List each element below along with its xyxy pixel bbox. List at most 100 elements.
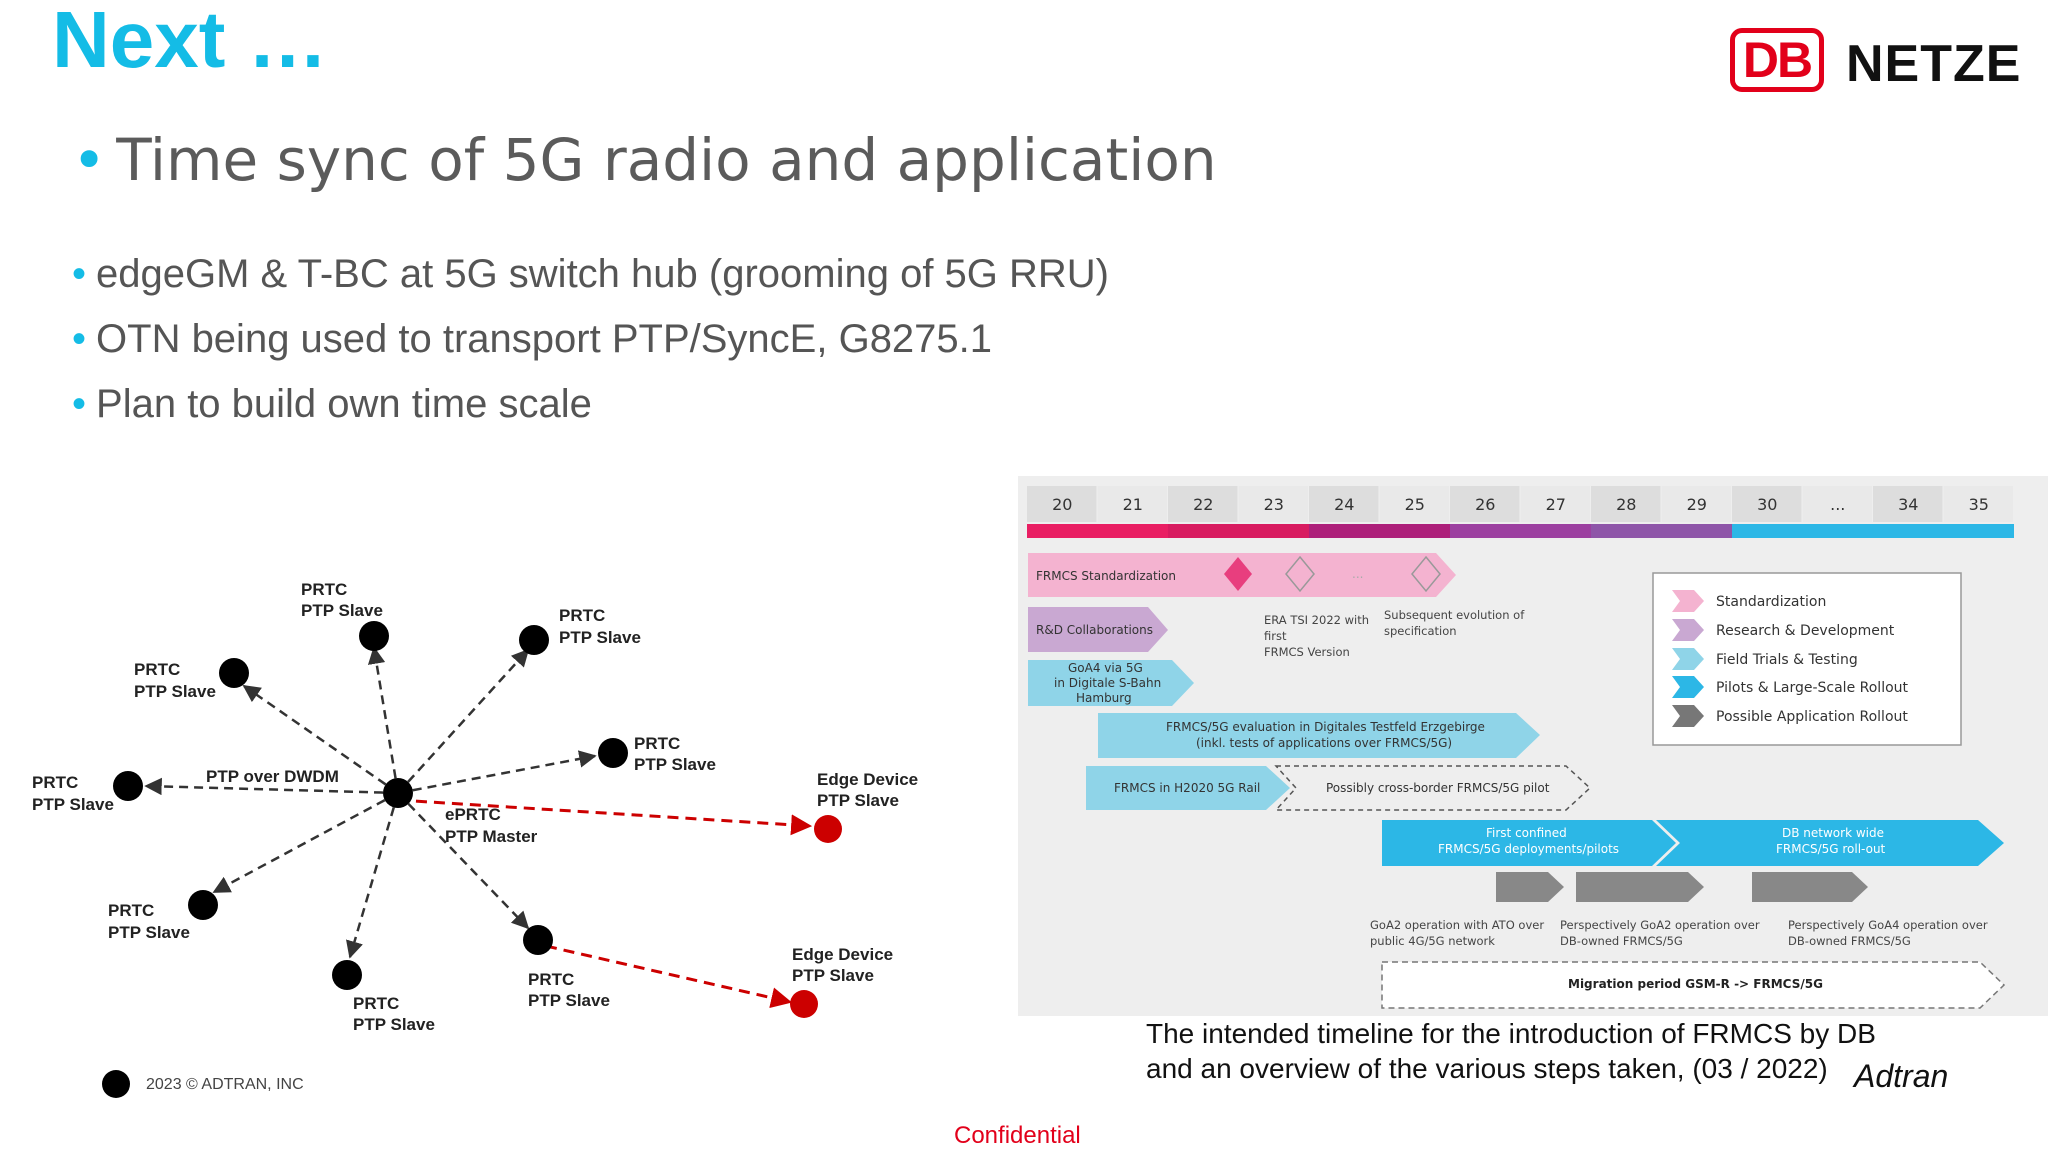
bar-label: First confined bbox=[1486, 826, 1567, 840]
bullet-item: •Plan to build own time scale bbox=[72, 382, 592, 427]
legend-label: Standardization bbox=[1716, 594, 1826, 610]
ptp-link bbox=[212, 791, 399, 894]
year-strip-segment bbox=[1943, 524, 2014, 538]
milestone-diamond bbox=[1411, 555, 1441, 593]
node-label: PTP Slave bbox=[108, 923, 190, 942]
note-text: DB-owned FRMCS/5G bbox=[1788, 934, 1911, 948]
confidential-label: Confidential bbox=[954, 1122, 1081, 1149]
bar-rd bbox=[1028, 607, 1168, 652]
year-cell bbox=[1661, 486, 1731, 522]
year-strip-segment bbox=[1520, 524, 1591, 538]
prtc-node bbox=[519, 625, 549, 655]
year-cell bbox=[1943, 486, 2013, 522]
subtitle-text: Time sync of 5G radio and application bbox=[116, 126, 1217, 194]
application-arrow bbox=[1496, 872, 1564, 902]
ptp-link bbox=[367, 646, 400, 794]
bullet-text: edgeGM & T-BC at 5G switch hub (grooming… bbox=[96, 252, 1110, 296]
year-label: 30 bbox=[1757, 495, 1777, 514]
year-cell bbox=[1802, 486, 1872, 522]
legend-label: Pilots & Large-Scale Rollout bbox=[1716, 680, 1909, 696]
bar-label: in Digitale S-Bahn bbox=[1054, 676, 1161, 690]
year-strip-segment bbox=[1450, 524, 1521, 538]
year-strip-segment bbox=[1591, 524, 1662, 538]
bar-h2020 bbox=[1086, 766, 1290, 810]
bullet-dot: • bbox=[72, 317, 87, 361]
year-strip-segment bbox=[1873, 524, 1944, 538]
node-label: PTP Slave bbox=[792, 966, 874, 985]
year-strip-segment bbox=[1027, 524, 1098, 538]
ptp-link bbox=[397, 750, 597, 795]
node-label: PRTC bbox=[634, 734, 680, 753]
year-strip-segment bbox=[1379, 524, 1450, 538]
db-logo-mark: DB bbox=[1730, 28, 1824, 92]
bar-label: FRMCS in H2020 5G Rail bbox=[1114, 781, 1260, 795]
bar-cross-border bbox=[1274, 765, 1592, 811]
bar-label: Hamburg bbox=[1076, 691, 1132, 705]
year-label: 25 bbox=[1405, 495, 1425, 514]
year-strip-segment bbox=[1661, 524, 1732, 538]
legend-items: Standardization Research & Development F… bbox=[1672, 590, 1909, 727]
bullet-item: •edgeGM & T-BC at 5G switch hub (groomin… bbox=[72, 252, 1109, 297]
note-text: ERA TSI 2022 with bbox=[1264, 613, 1369, 627]
year-label: 29 bbox=[1687, 495, 1707, 514]
year-label: ... bbox=[1830, 495, 1845, 514]
node-label: PTP Slave bbox=[353, 1015, 435, 1034]
node-label: PTP Slave bbox=[634, 755, 716, 774]
note-text: Perspectively GoA2 operation over bbox=[1560, 918, 1760, 932]
legend-node bbox=[102, 1070, 130, 1098]
slide-title: Next … bbox=[52, 0, 328, 84]
note-text: Perspectively GoA4 operation over bbox=[1788, 918, 1988, 932]
legend-swatch bbox=[1672, 676, 1704, 698]
ptp-link bbox=[346, 792, 400, 959]
year-label: 35 bbox=[1969, 495, 1989, 514]
year-cell bbox=[1097, 486, 1167, 522]
bullet-text: OTN being used to transport PTP/SyncE, G… bbox=[96, 317, 993, 361]
node-label: PTP Slave bbox=[817, 791, 899, 810]
bar-label: (inkl. tests of applications over FRMCS/… bbox=[1196, 736, 1452, 750]
bar-first-confined bbox=[1382, 820, 1676, 866]
node-label: PTP Slave bbox=[559, 628, 641, 647]
milestone-dots: ... bbox=[1352, 567, 1363, 581]
legend-label: Research & Development bbox=[1716, 623, 1895, 639]
prtc-node bbox=[188, 890, 218, 920]
year-label: 26 bbox=[1475, 495, 1495, 514]
bullet-dot: • bbox=[72, 126, 107, 194]
year-cell bbox=[1379, 486, 1449, 522]
prtc-node bbox=[359, 621, 389, 651]
bar-label: FRMCS/5G evaluation in Digitales Testfel… bbox=[1166, 720, 1485, 734]
legend-label: Possible Application Rollout bbox=[1716, 709, 1908, 725]
year-label: 23 bbox=[1264, 495, 1284, 514]
year-strip-segment bbox=[1238, 524, 1309, 538]
year-label: 24 bbox=[1334, 495, 1354, 514]
slide-subtitle: •Time sync of 5G radio and application bbox=[72, 126, 1217, 194]
hub-label: PTP Master bbox=[445, 827, 538, 846]
node-label: Edge Device bbox=[817, 770, 918, 789]
year-cell bbox=[1873, 486, 1943, 522]
bar-label: FRMCS/5G roll-out bbox=[1776, 842, 1886, 856]
year-strip-segment bbox=[1097, 524, 1168, 538]
node-label: PTP Slave bbox=[301, 601, 383, 620]
bar-label: Possibly cross-border FRMCS/5G pilot bbox=[1326, 781, 1550, 795]
bar-migration bbox=[1381, 961, 2006, 1009]
note-text: GoA2 operation with ATO over bbox=[1370, 918, 1544, 932]
ptp-link bbox=[397, 648, 530, 794]
eprtc-hub-node bbox=[383, 778, 413, 808]
prtc-node bbox=[598, 738, 628, 768]
ptp-link bbox=[397, 792, 530, 930]
prtc-node bbox=[113, 771, 143, 801]
node-label: PRTC bbox=[353, 994, 399, 1013]
year-strip-segment bbox=[1732, 524, 1803, 538]
application-arrow bbox=[1576, 872, 1704, 902]
node-label: Edge Device bbox=[792, 945, 893, 964]
prtc-node bbox=[332, 960, 362, 990]
ptp-link bbox=[144, 777, 399, 796]
timeline-legend bbox=[1652, 572, 1962, 746]
year-cell bbox=[1238, 486, 1308, 522]
bar-label: FRMCS/5G deployments/pilots bbox=[1438, 842, 1619, 856]
note-text: DB-owned FRMCS/5G bbox=[1560, 934, 1683, 948]
year-cell bbox=[1309, 486, 1379, 522]
bar-erzgebirge bbox=[1098, 713, 1540, 758]
year-label: 20 bbox=[1052, 495, 1072, 514]
note-text: Subsequent evolution of bbox=[1384, 608, 1525, 622]
year-cell bbox=[1450, 486, 1520, 522]
